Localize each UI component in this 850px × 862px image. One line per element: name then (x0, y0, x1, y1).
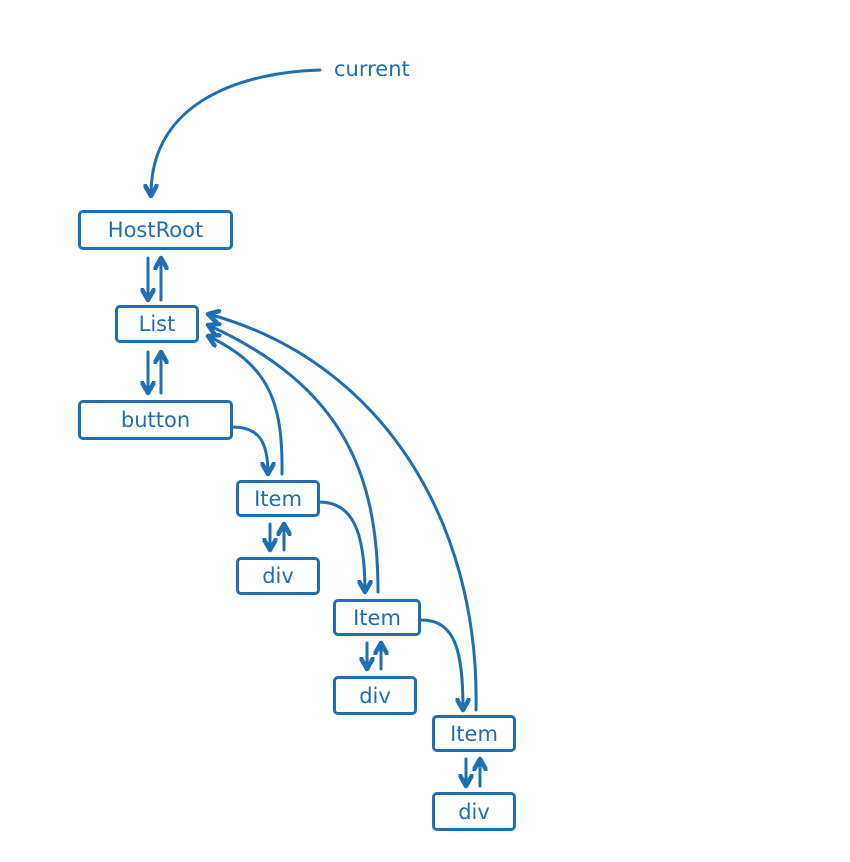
current-pointer-arrow (151, 68, 322, 196)
hostroot-node: HostRoot (78, 210, 233, 250)
div-node-1: div (236, 557, 320, 595)
item-1-return-arrow (208, 336, 284, 476)
button-sibling-arrow (230, 425, 268, 474)
button-node: button (78, 400, 233, 440)
div-node-2: div (333, 676, 417, 715)
list-node: List (115, 305, 199, 343)
current-pointer-label: current (334, 57, 410, 81)
div-node-3: div (432, 792, 516, 831)
item-2-sibling-arrow (419, 618, 463, 710)
item-1-sibling-arrow (317, 500, 365, 592)
item-node-2: Item (333, 599, 421, 636)
item-3-return-arrow (208, 314, 478, 712)
item-2-return-arrow (208, 325, 380, 594)
item-node-1: Item (236, 480, 320, 517)
item-node-3: Item (432, 715, 516, 752)
